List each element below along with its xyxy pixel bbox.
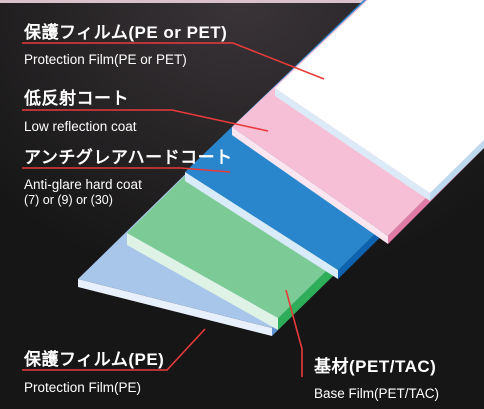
label-base-film-en: Base Film(PET/TAC) [314, 386, 440, 401]
label-protection-top-jp: 保護フィルム(PE or PET) [24, 23, 228, 42]
label-protection-top-en: Protection Film(PE or PET) [24, 52, 187, 67]
label-low-reflection-en: Low reflection coat [24, 119, 137, 134]
leader-line-anti-glare [22, 167, 231, 173]
label-anti-glare-sub: (7) or (9) or (30) [24, 193, 113, 207]
leader-line-low-reflection [22, 109, 269, 132]
layer-protection-pe-pet [275, 0, 484, 201]
top-edge-strip [0, 0, 484, 3]
leader-lines [22, 42, 325, 377]
leader-line-base-film [285, 289, 303, 377]
leader-line-protection-bottom [22, 328, 206, 371]
label-protection-bottom-jp: 保護フィルム(PE) [24, 350, 165, 369]
leader-line-protection-top [22, 42, 325, 80]
label-protection-bottom-en: Protection Film(PE) [24, 380, 142, 395]
label-base-film-jp: 基材(PET/TAC) [314, 357, 437, 376]
label-anti-glare-en: Anti-glare hard coat [24, 177, 142, 192]
label-anti-glare-jp: アンチグレアハードコート [24, 148, 233, 167]
label-low-reflection-jp: 低反射コート [24, 89, 129, 108]
